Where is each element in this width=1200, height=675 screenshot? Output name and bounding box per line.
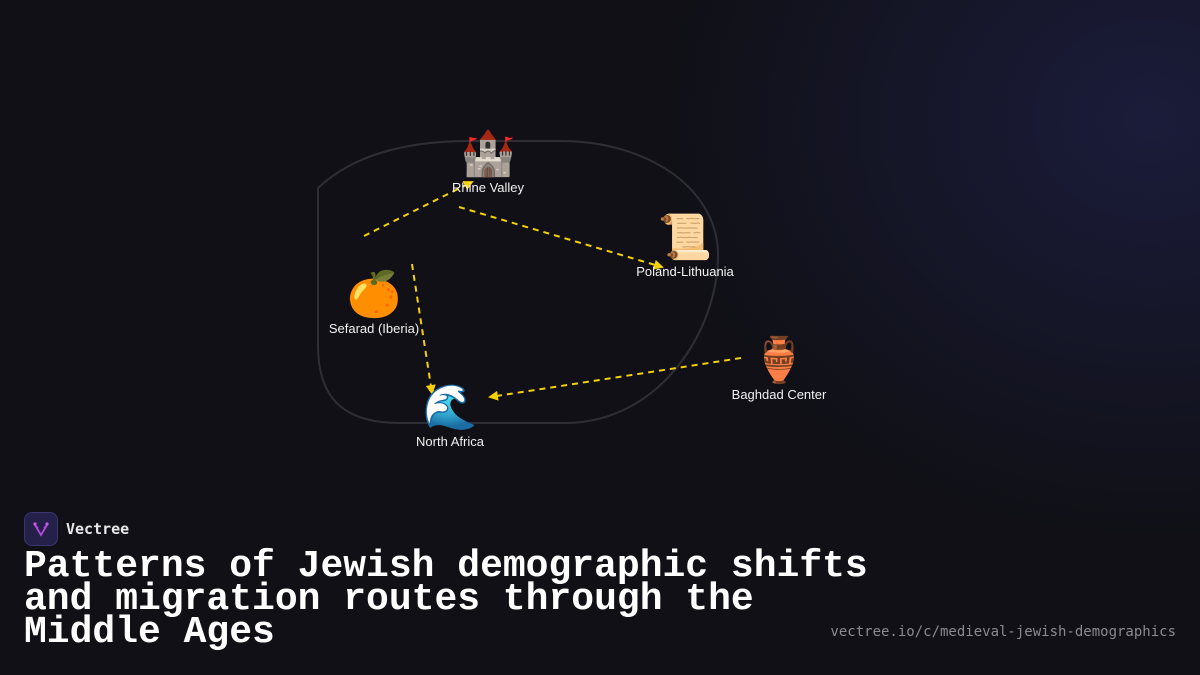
node-label: Baghdad Center xyxy=(731,387,827,402)
node-label: Rhine Valley xyxy=(451,180,525,195)
node-sefarad[interactable]: 🍊 Sefarad (Iberia) xyxy=(328,270,420,337)
tangerine-icon: 🍊 xyxy=(346,270,402,319)
region-boundary xyxy=(317,140,720,424)
edge-sefarad-rhine xyxy=(363,181,474,237)
vectree-logo-icon xyxy=(24,512,58,546)
node-label: Sefarad (Iberia) xyxy=(328,321,420,336)
edge-rhine-poland xyxy=(458,206,664,270)
node-label: North Africa xyxy=(416,434,484,449)
castle-icon: 🏰 xyxy=(460,129,516,178)
wave-icon: 🌊 xyxy=(422,383,478,432)
node-north-africa[interactable]: 🌊 North Africa xyxy=(416,383,484,450)
scroll-icon: 📜 xyxy=(657,213,713,262)
page-title: Patterns of Jewish demographic shifts an… xyxy=(24,545,868,654)
brand[interactable]: Vectree xyxy=(24,512,129,546)
amphora-icon: 🏺 xyxy=(751,336,807,385)
node-poland-lithuania[interactable]: 📜 Poland-Lithuania xyxy=(636,213,734,280)
edge-baghdad-north-africa xyxy=(488,357,742,401)
brand-name: Vectree xyxy=(66,520,130,538)
node-rhine-valley[interactable]: 🏰 Rhine Valley xyxy=(451,129,525,196)
node-baghdad-center[interactable]: 🏺 Baghdad Center xyxy=(731,336,827,403)
source-url[interactable]: vectree.io/c/medieval-jewish-demographic… xyxy=(830,624,1176,640)
node-label: Poland-Lithuania xyxy=(636,264,734,279)
